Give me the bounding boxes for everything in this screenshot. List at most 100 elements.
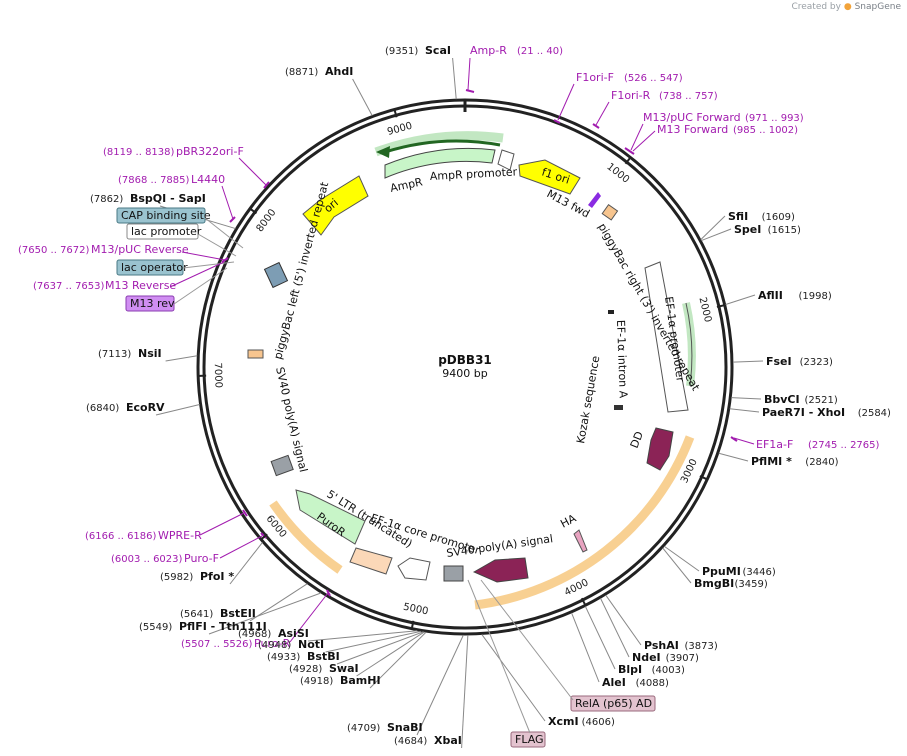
feature-label-ha: HA bbox=[558, 512, 578, 531]
ltr-box bbox=[349, 547, 393, 575]
site-leader-line bbox=[725, 294, 756, 305]
feature-label-ampr-promoter: AmpR promoter bbox=[429, 165, 517, 183]
site-leader-line bbox=[605, 594, 642, 646]
ef1a-intron-mark bbox=[608, 310, 614, 314]
primer-mark-l4440 bbox=[229, 216, 236, 223]
leader-wpre-r bbox=[199, 512, 245, 536]
leader-puro-f bbox=[219, 535, 263, 559]
site-position: (5641) bbox=[180, 609, 213, 620]
primer-ef1a-f-name: EF1a-F bbox=[756, 438, 793, 451]
ampr-arc bbox=[384, 139, 501, 154]
site-position: (4928) bbox=[289, 664, 322, 675]
primer-f1ori-r-name: F1ori-R bbox=[611, 89, 651, 102]
ha-mark bbox=[573, 529, 588, 553]
site-scai: (9351)ScaI bbox=[385, 44, 451, 57]
ampr-arrow bbox=[376, 146, 390, 158]
cap-binding-site-label: CAP binding site bbox=[121, 209, 211, 222]
boxed-feature-labels: CAP binding site lac promoter lac operat… bbox=[116, 207, 656, 748]
site-pflmi-: PflMI *(2840) bbox=[751, 455, 839, 468]
kozak-mark bbox=[614, 405, 623, 410]
primer-mark-ef1a bbox=[730, 436, 738, 442]
site-position: (4088) bbox=[636, 678, 669, 689]
site-leader-line bbox=[662, 547, 692, 584]
site-name: XcmI bbox=[548, 715, 579, 728]
site-bamhi: (4918)BamHI bbox=[300, 674, 381, 687]
site-fsei: FseI(2323) bbox=[766, 355, 833, 368]
site-leader-line bbox=[352, 78, 373, 116]
primer-f1ori-f-name: F1ori-F bbox=[576, 71, 614, 84]
rela-p65-label: RelA (p65) AD bbox=[575, 697, 652, 710]
site-name: AflII bbox=[758, 289, 783, 302]
site-name: FseI bbox=[766, 355, 792, 368]
site-name: SwaI bbox=[329, 662, 359, 675]
site-position: (4933) bbox=[267, 652, 300, 663]
orange-feature-glow-right bbox=[474, 435, 695, 610]
primer-puro-r-name: Puro-R bbox=[254, 637, 291, 650]
site-pfoi-: (5982)PfoI * bbox=[160, 570, 234, 583]
primer-puro-f-range: (6003 .. 6023) bbox=[111, 554, 183, 565]
site-leader-line bbox=[249, 583, 308, 622]
site-position: (1998) bbox=[799, 291, 832, 302]
flag-label: FLAG bbox=[515, 733, 544, 746]
leader-m13-rev bbox=[173, 267, 228, 305]
site-name: BstBI bbox=[307, 650, 340, 663]
site-leader-line bbox=[336, 631, 424, 665]
site-position: (5549) bbox=[139, 622, 172, 633]
site-name: SnaBI bbox=[387, 721, 423, 734]
site-position: (1615) bbox=[768, 225, 801, 236]
primer-m13-forward-range: (985 .. 1002) bbox=[733, 125, 798, 136]
site-name: SpeI bbox=[734, 223, 761, 236]
site-position: (4003) bbox=[652, 665, 685, 676]
plasmid-size: 9400 bp bbox=[442, 367, 487, 380]
tick-label: 7000 bbox=[212, 362, 224, 388]
site-name: PflMI * bbox=[751, 455, 792, 468]
leader-flag bbox=[467, 579, 531, 734]
site-name: BspQI - SapI bbox=[130, 192, 206, 205]
puror-arrow bbox=[295, 489, 366, 545]
site-leader-line bbox=[369, 631, 427, 689]
site-name: PflFI - Tth111I bbox=[179, 620, 267, 633]
lac-promoter-box bbox=[126, 223, 199, 240]
site-name: BmgBI bbox=[694, 577, 734, 590]
credit-brand: SnapGene bbox=[854, 2, 901, 12]
leader-f1ori-f bbox=[557, 83, 575, 121]
site-leader-line bbox=[700, 215, 726, 240]
site-pflfi-tth111i: (5549) PflFI - Tth111I bbox=[139, 620, 267, 633]
tick-label: 2000 bbox=[696, 296, 713, 323]
primer-wpre-r-range: (6166 .. 6186) bbox=[85, 531, 157, 542]
cap-binding-site-box bbox=[116, 207, 206, 224]
snapgene-credit: Created by ● SnapGene bbox=[791, 2, 901, 12]
primer-m13-puc-reverse-name: M13/pUC Reverse bbox=[91, 243, 189, 256]
site-bbvci: BbvCI(2521) bbox=[764, 393, 838, 406]
site-leader-line bbox=[461, 634, 469, 749]
site-pshai: PshAI(3873) bbox=[644, 639, 718, 652]
primer-m13-puc-forward-name: M13/pUC Forward bbox=[643, 111, 741, 124]
ampr-feature bbox=[384, 147, 496, 179]
site-position: (1609) bbox=[762, 212, 795, 223]
leader-l4440 bbox=[221, 185, 234, 220]
site-leader-line bbox=[416, 634, 464, 736]
piggybac-left-mark bbox=[247, 349, 264, 359]
site-position: (2584) bbox=[858, 408, 891, 419]
site-leader-line bbox=[307, 630, 418, 642]
site-name: AleI bbox=[602, 676, 626, 689]
primer-m13-puc-reverse-range: (7650 .. 7672) bbox=[18, 245, 90, 256]
site-blpi: BlpI(4003) bbox=[618, 663, 685, 676]
site-ahdi: (8871)AhdI bbox=[285, 65, 353, 78]
site-leader-line bbox=[731, 397, 762, 400]
leader-rela bbox=[480, 579, 574, 701]
leader-m13-puc-reverse bbox=[181, 251, 226, 261]
site-leader-line bbox=[165, 355, 198, 362]
feature-label-ampr: AmpR bbox=[389, 175, 424, 195]
site-position: (3446) bbox=[743, 567, 776, 578]
primer-puro-r-range: (5507 .. 5526) bbox=[181, 639, 253, 650]
plasmid-name: pDBB31 bbox=[438, 353, 492, 367]
leader-ef1a-f bbox=[733, 437, 755, 445]
site-position: (7862) bbox=[90, 194, 123, 205]
site-leader-line bbox=[356, 631, 425, 677]
feature-label-ef1a-intron: EF-1α intron A bbox=[614, 320, 630, 399]
restriction-site-labels: (9351)ScaI(8871)AhdI(7862)BspQI - SapI(7… bbox=[86, 44, 891, 747]
site-bsteii: (5641)BstEII bbox=[180, 607, 256, 620]
primer-mark-ampr bbox=[465, 89, 475, 93]
leader-cap-binding bbox=[204, 217, 244, 249]
